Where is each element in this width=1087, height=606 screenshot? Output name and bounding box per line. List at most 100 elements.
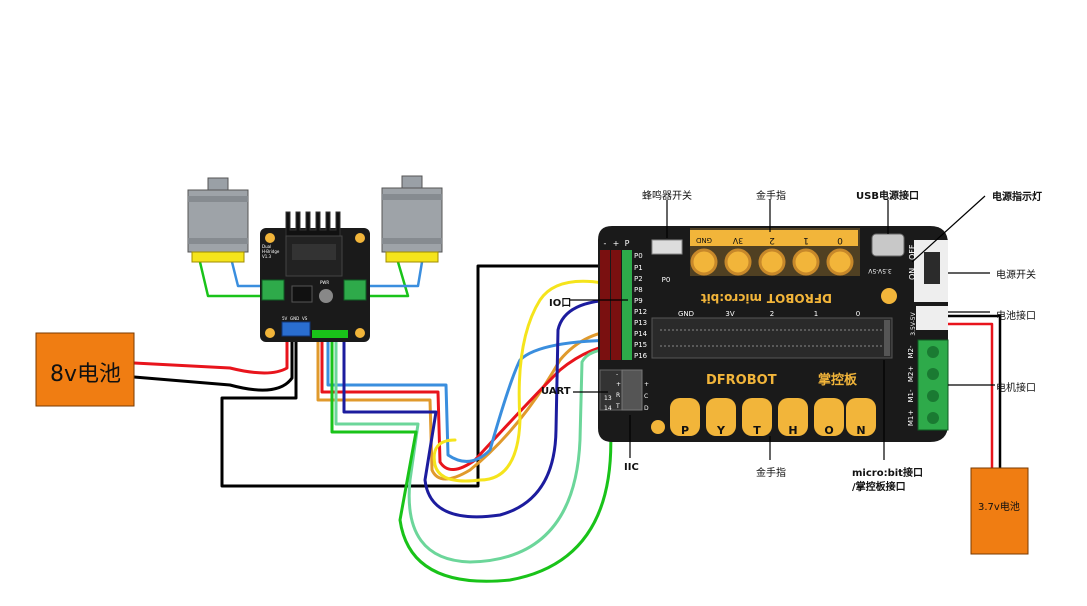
callout-lines xyxy=(570,195,995,460)
pin-p1: P1 xyxy=(634,264,643,272)
pin-p0: P0 xyxy=(634,252,643,260)
driver-silk-hbridge: H-Bridge xyxy=(262,249,280,254)
brand-logo-cn: 掌控板 xyxy=(818,372,858,388)
callout-usb-power: USB电源接口 xyxy=(856,191,919,202)
callout-buzzer-switch: 蜂鸣器开关 xyxy=(642,191,692,202)
bottom-pad-p: P xyxy=(681,424,689,437)
driver-term-vs: VS xyxy=(302,316,308,321)
wires xyxy=(132,260,1002,583)
uart-14: 14 xyxy=(604,405,612,412)
pin-p2: P2 xyxy=(634,275,643,283)
motor-m2-minus: M2- xyxy=(907,345,915,358)
wire-navy xyxy=(342,298,628,519)
top-pad-gnd: GND xyxy=(696,236,712,244)
callout-gold-finger-top: 金手指 xyxy=(756,191,786,202)
silkscreen: P Y T H O N DFROBOT 掌控板 DFROBOT micro:bi… xyxy=(262,235,917,437)
usb-voltage: 3.5V-5V xyxy=(867,267,891,274)
usb-port xyxy=(871,233,905,257)
pin-p15: P15 xyxy=(634,341,647,349)
left-motor xyxy=(187,177,249,263)
mid-pad-3v: 3V xyxy=(725,310,734,318)
driver-header-pins xyxy=(312,330,348,338)
mid-pad-gnd: GND xyxy=(678,310,694,318)
pin-p8: P8 xyxy=(634,286,643,294)
iic-d: D xyxy=(644,405,649,412)
wire-battery-black xyxy=(132,340,294,392)
top-pad-3v: 3V xyxy=(732,236,743,245)
wire-yellow xyxy=(432,279,628,483)
wire-black-loop xyxy=(220,264,608,488)
callout-power-switch: 电源开关 xyxy=(996,270,1036,281)
bottom-pad-t: T xyxy=(753,424,761,437)
right-motor xyxy=(381,175,443,263)
callout-gold-finger-bottom: 金手指 xyxy=(756,468,786,479)
battery-8v xyxy=(35,332,135,407)
motor-m1-plus: M1+ xyxy=(907,410,915,426)
uart-plus: + xyxy=(616,381,621,388)
callout-io: IO口 xyxy=(549,298,572,309)
pin-p13: P13 xyxy=(634,319,647,327)
motor-m1-minus: M1- xyxy=(907,389,915,402)
wire-left-motor-blue xyxy=(230,260,264,288)
callout-battery-port: 电池接口 xyxy=(996,311,1036,322)
battery-8v-label: 8v电池 xyxy=(50,362,122,387)
power-switch[interactable] xyxy=(924,252,940,284)
right-motor-terminal xyxy=(343,279,367,301)
bottom-gold-pads xyxy=(670,398,876,436)
mid-pad-1: 1 xyxy=(814,310,818,318)
power-terminal xyxy=(281,321,311,337)
motor-driver-board xyxy=(260,211,370,342)
driver-term-gnd: GND xyxy=(290,316,299,321)
switch-on-label: ON xyxy=(908,268,917,280)
mid-pad-0: 0 xyxy=(856,310,860,318)
wire-battery-red xyxy=(132,340,289,375)
wire-green-a xyxy=(334,336,628,564)
wire-right-motor-green xyxy=(360,260,410,298)
header-sign-p: P xyxy=(625,239,630,248)
bottom-pad-y: Y xyxy=(716,424,726,437)
wire-3v7-red xyxy=(946,322,994,472)
top-pad-1: 1 xyxy=(803,235,809,245)
bottom-pad-h: H xyxy=(788,424,797,437)
battery-connector xyxy=(916,306,948,330)
motor-m2-plus: M2+ xyxy=(907,366,915,382)
buzzer-switch[interactable] xyxy=(651,239,683,255)
microbit-logo: micro:bit xyxy=(701,291,762,305)
uart-r: R xyxy=(616,392,620,399)
iic-plus: + xyxy=(644,381,649,388)
brand-logo: DFROBOT xyxy=(706,373,777,388)
pin-p9: P9 xyxy=(634,297,643,305)
battery-3v7-label: 3.7v电池 xyxy=(978,502,1020,513)
heatsink xyxy=(285,211,343,277)
callout-iic: IIC xyxy=(624,462,639,473)
uart-13: 13 xyxy=(604,395,612,402)
bottom-pad-n: N xyxy=(856,424,865,437)
switch-off-label: OFF xyxy=(908,244,917,260)
header-sign-minus: - xyxy=(604,239,607,248)
iic-c: C xyxy=(644,393,648,400)
header-sign-plus: + xyxy=(613,239,620,248)
left-motor-terminal xyxy=(261,279,285,301)
top-pad-2: 2 xyxy=(769,235,775,245)
battery-3v7 xyxy=(970,467,1029,555)
bottom-pad-o: O xyxy=(824,424,833,437)
pin-p14: P14 xyxy=(634,330,648,338)
brand-logo-flipped: DFROBOT xyxy=(766,291,832,305)
driver-pwr-label: PWR xyxy=(320,280,329,285)
edge-connector-slot xyxy=(651,317,893,359)
mid-pad-2: 2 xyxy=(770,310,774,318)
buzzer-pin: P0 xyxy=(662,276,671,284)
callout-board-port: /掌控板接口 xyxy=(852,482,906,493)
battery-voltage: 3.5V-5V xyxy=(910,311,917,335)
pin-header xyxy=(599,250,643,411)
callout-microbit-port: micro:bit接口 xyxy=(852,468,923,479)
driver-silk-ver: V1.3 xyxy=(262,254,272,259)
wire-right-motor-blue xyxy=(360,260,424,288)
top-pad-0: 0 xyxy=(837,235,843,245)
wire-red-signal xyxy=(320,336,628,471)
uart-minus: - xyxy=(616,371,618,378)
callout-motor-port: 电机接口 xyxy=(996,383,1036,394)
wire-3v7-black xyxy=(946,314,1002,472)
driver-term-5v: 5V xyxy=(282,316,288,321)
